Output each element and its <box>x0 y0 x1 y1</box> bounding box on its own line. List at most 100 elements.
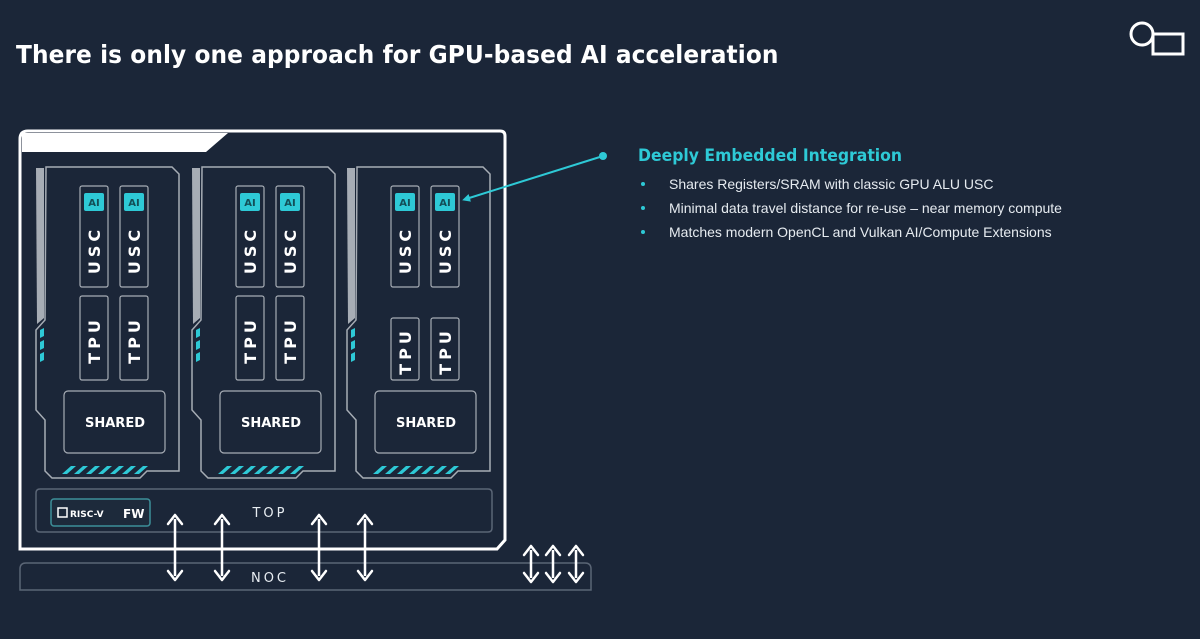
arrow-head-up <box>544 544 562 557</box>
ai-core-label: AI <box>439 198 450 209</box>
arrow-head-up <box>166 513 184 526</box>
tpu-label: TPU <box>436 327 455 375</box>
cluster-outline <box>35 166 180 479</box>
callout-panel: Deeply Embedded Integration Shares Regis… <box>638 146 1062 244</box>
shared-memory-label: SHARED <box>85 416 145 431</box>
bidirectional-arrow-icon <box>356 513 374 582</box>
bullet-text: Shares Registers/SRAM with classic GPU A… <box>669 176 994 192</box>
usc-block <box>79 185 109 288</box>
cluster-bottom-stripe <box>290 466 304 474</box>
tpu-block <box>390 317 420 381</box>
cluster-bottom-stripe <box>421 466 435 474</box>
cluster-bottom-stripe <box>74 466 88 474</box>
usc-block <box>390 185 420 288</box>
callout-bullet-list: Shares Registers/SRAM with classic GPU A… <box>638 172 1062 244</box>
cluster-bottom-stripe <box>218 466 232 474</box>
noc-bar <box>19 562 592 591</box>
bullet-dot-icon <box>641 230 645 234</box>
cluster-side-dash <box>40 328 44 338</box>
cluster-outline <box>346 166 491 479</box>
cluster-side-dash <box>351 328 355 338</box>
cluster-bottom-stripe <box>373 466 387 474</box>
usc-block <box>275 185 305 288</box>
cluster-bottom-stripe <box>433 466 447 474</box>
cluster-bottom-stripe <box>122 466 136 474</box>
ai-core-label: AI <box>88 198 99 209</box>
callout-heading: Deeply Embedded Integration <box>638 146 903 166</box>
arrow-head-down <box>356 569 374 582</box>
cluster-bottom-stripe <box>62 466 76 474</box>
circle-square-logo-icon <box>1129 21 1185 56</box>
bidirectional-arrow-icon <box>166 513 184 582</box>
shared-memory-block <box>63 390 166 454</box>
ai-core-badge <box>395 193 415 211</box>
tpu-label: TPU <box>396 327 415 375</box>
arrow-head-down <box>544 571 562 584</box>
ai-core-badge <box>435 193 455 211</box>
usc-label: USC <box>85 226 104 274</box>
cluster-bottom-stripe <box>397 466 411 474</box>
tpu-label: TPU <box>281 316 300 364</box>
callout-connector-line <box>462 155 604 202</box>
riscv-logo-icon <box>57 507 68 518</box>
cluster-bottom-stripe <box>86 466 100 474</box>
bullet-item: Minimal data travel distance for re-use … <box>638 196 1062 220</box>
tpu-label: TPU <box>125 316 144 364</box>
shader-clusters: AIUSCTPUAIUSCTPUSHAREDAIUSCTPUAIUSCTPUSH… <box>35 166 491 479</box>
tpu-block <box>275 295 305 381</box>
cluster-bottom-stripe <box>278 466 292 474</box>
cluster-bottom-stripe <box>445 466 459 474</box>
ai-core-badge <box>124 193 144 211</box>
cluster-bottom-stripe <box>134 466 148 474</box>
cluster-bottom-stripe <box>254 466 268 474</box>
arrow-head-up <box>310 513 328 526</box>
ai-core-badge <box>84 193 104 211</box>
cluster-bottom-stripe <box>242 466 256 474</box>
cluster-side-dash <box>40 352 44 362</box>
ai-core-label: AI <box>128 198 139 209</box>
bullet-dot-icon <box>641 206 645 210</box>
noc-label: NOC <box>251 571 289 586</box>
cluster-side-dash <box>40 340 44 350</box>
cluster-bottom-stripe <box>385 466 399 474</box>
shared-memory-block <box>374 390 477 454</box>
cluster-side-strip <box>192 168 200 324</box>
tpu-block <box>430 317 460 381</box>
ai-core-badge <box>280 193 300 211</box>
usc-label: USC <box>436 226 455 274</box>
ai-core-label: AI <box>284 198 295 209</box>
cluster-bottom-stripe <box>98 466 112 474</box>
bidirectional-arrow-icon <box>522 544 540 584</box>
tpu-label: TPU <box>241 316 260 364</box>
callout-connector-dot <box>599 152 607 160</box>
bidirectional-arrows <box>166 513 585 584</box>
cluster-side-dash <box>351 340 355 350</box>
cluster-side-dash <box>196 328 200 338</box>
fw-label: FW <box>123 507 144 521</box>
top-bar <box>35 488 493 533</box>
gpu-frame-header-tab <box>22 133 228 152</box>
top-label: TOP <box>251 506 287 521</box>
cluster-side-strip <box>347 168 355 324</box>
cluster-side-dash <box>196 340 200 350</box>
usc-label: USC <box>241 226 260 274</box>
ai-core-label: AI <box>399 198 410 209</box>
bidirectional-arrow-icon <box>310 513 328 582</box>
arrow-head-down <box>213 569 231 582</box>
usc-label: USC <box>396 226 415 274</box>
usc-label: USC <box>125 226 144 274</box>
shared-memory-block <box>219 390 322 454</box>
cluster-side-strip <box>36 168 44 324</box>
cluster-side-dash <box>196 352 200 362</box>
slide-title: There is only one approach for GPU-based… <box>16 40 779 69</box>
arrow-head-down <box>310 569 328 582</box>
bullet-text: Matches modern OpenCL and Vulkan AI/Comp… <box>669 224 1052 240</box>
usc-block <box>430 185 460 288</box>
arrow-head-down <box>522 571 540 584</box>
usc-label: USC <box>281 226 300 274</box>
usc-block <box>235 185 265 288</box>
arrow-head-down <box>166 569 184 582</box>
